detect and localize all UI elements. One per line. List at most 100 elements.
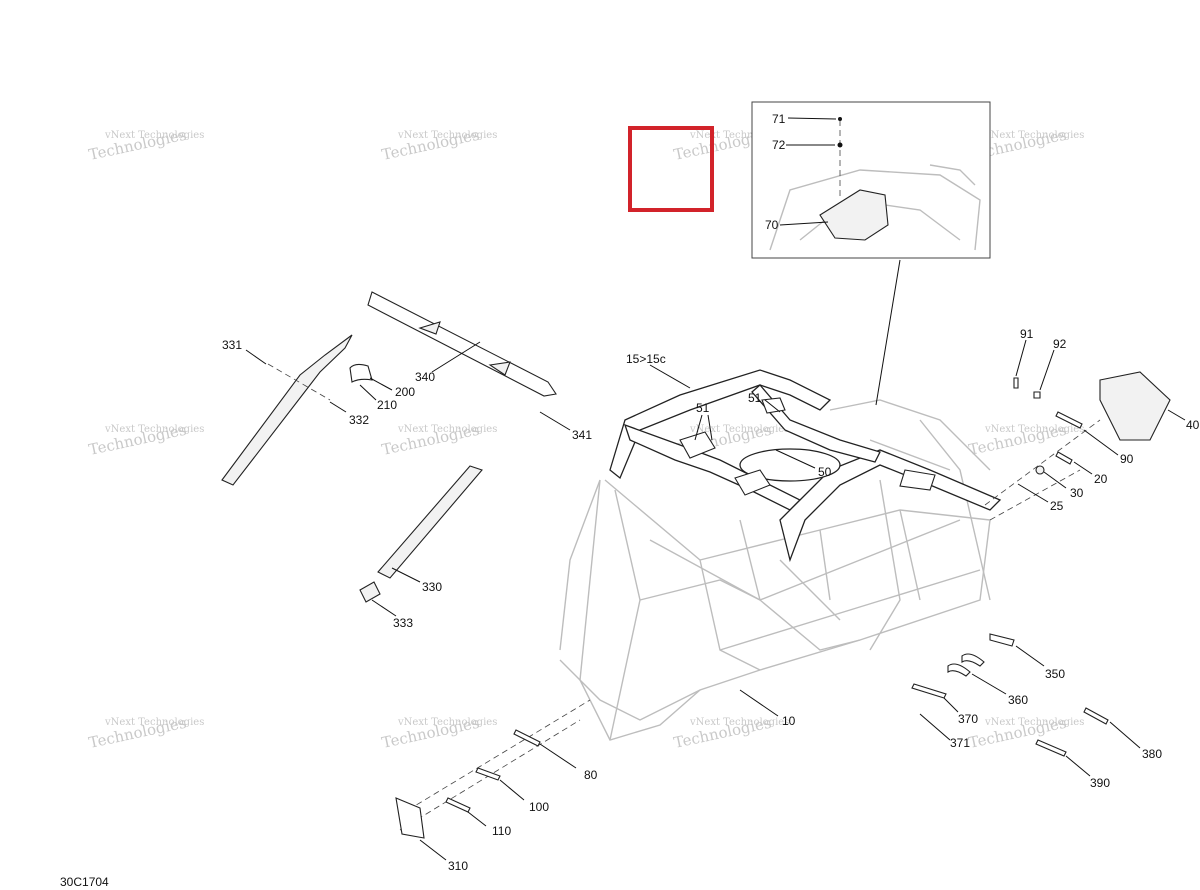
pin-110-drawing bbox=[445, 797, 471, 813]
callout-310: 310 bbox=[448, 859, 468, 873]
callout-10: 10 bbox=[782, 714, 796, 728]
callout-390: 390 bbox=[1090, 776, 1110, 790]
leader-51b-alt bbox=[707, 414, 713, 441]
bracket-350-drawing bbox=[989, 633, 1015, 647]
pin-370-drawing bbox=[911, 683, 947, 699]
clamp-333-drawing bbox=[359, 581, 381, 603]
watermark-text: vNext Technologies bbox=[397, 130, 497, 141]
watermark-text: vNext Technologies bbox=[104, 717, 204, 728]
watermark: vNext Technologies Technologies bbox=[967, 714, 1084, 752]
callout-90: 90 bbox=[1120, 452, 1134, 466]
leader-332 bbox=[329, 401, 347, 413]
leader-50 bbox=[775, 449, 816, 469]
leader-25 bbox=[1017, 483, 1049, 503]
leader-51a bbox=[764, 399, 781, 413]
leader-30 bbox=[1043, 471, 1067, 489]
callout-341: 341 bbox=[572, 428, 592, 442]
callout-40: 40 bbox=[1186, 418, 1200, 432]
fastener-71-drawing bbox=[838, 117, 842, 121]
leader-80 bbox=[539, 743, 577, 769]
clip-200-drawing bbox=[349, 363, 373, 383]
watermark: vNext Technologies Technologies bbox=[380, 714, 497, 752]
watermark: vNext Technologies Technologies bbox=[87, 714, 204, 752]
callout-380: 380 bbox=[1142, 747, 1162, 761]
watermark: vNext Technologies Technologies bbox=[87, 421, 204, 459]
watermark: vNext Technologies Technologies bbox=[672, 714, 789, 752]
roll-cage-leaders bbox=[649, 364, 816, 469]
pin-20-drawing bbox=[1055, 451, 1073, 465]
watermark-text: vNext Technologies bbox=[397, 717, 497, 728]
roll-cage-gusset bbox=[734, 469, 771, 496]
callout-330: 330 bbox=[422, 580, 442, 594]
callout-370: 370 bbox=[958, 712, 978, 726]
watermark: vNext Technologies Technologies bbox=[380, 126, 497, 164]
leader-70 bbox=[779, 221, 829, 226]
callout-360: 360 bbox=[1008, 693, 1028, 707]
watermark: vNext Technologies Technologies bbox=[380, 421, 497, 459]
leader-200 bbox=[369, 377, 393, 391]
callout-100: 100 bbox=[529, 800, 549, 814]
callout-340: 340 bbox=[415, 370, 435, 384]
bracket-40-drawing bbox=[1099, 371, 1171, 441]
leader-350 bbox=[1015, 645, 1045, 667]
callout-110: 110 bbox=[492, 824, 511, 838]
watermark-text: vNext Technologies bbox=[689, 717, 789, 728]
leader-71 bbox=[787, 117, 837, 120]
detail-inset bbox=[751, 101, 991, 406]
leader-51b bbox=[694, 414, 703, 441]
callout-333: 333 bbox=[393, 616, 413, 630]
callout-51b: 51 bbox=[696, 401, 710, 415]
bottom-assembly-axis bbox=[407, 699, 591, 811]
leader-331-axis bbox=[267, 363, 331, 401]
leader-370 bbox=[943, 697, 959, 713]
leader-341 bbox=[539, 411, 571, 431]
left-parts bbox=[221, 291, 571, 617]
roll-cage-center-loop bbox=[739, 448, 841, 482]
right-assembly-axis bbox=[984, 419, 1101, 506]
tube-332-drawing bbox=[221, 334, 353, 486]
bracket-70-drawing bbox=[819, 189, 889, 241]
pin-90-drawing bbox=[1055, 411, 1083, 429]
leader-380 bbox=[1109, 721, 1141, 749]
callout-71: 71 bbox=[772, 112, 786, 126]
leader-100 bbox=[499, 779, 525, 801]
leader-40 bbox=[1167, 409, 1186, 421]
tube-340-drawing bbox=[367, 291, 557, 397]
watermark-text: vNext Technologies bbox=[984, 717, 1084, 728]
inset-pointer-leader bbox=[875, 259, 901, 406]
watermark-text: vNext Technologies bbox=[104, 424, 204, 435]
callout-15: 15>15c bbox=[626, 352, 666, 366]
watermark-text: vNext Technologies bbox=[397, 424, 497, 435]
leader-371 bbox=[919, 713, 951, 741]
leader-15 bbox=[649, 364, 691, 389]
watermark: vNext Technologies Technologies bbox=[967, 421, 1084, 459]
callout-30: 30 bbox=[1070, 486, 1084, 500]
roll-cage-side-right bbox=[751, 384, 881, 463]
bottom-parts bbox=[395, 689, 779, 861]
leader-340 bbox=[431, 341, 481, 373]
plate-310-drawing bbox=[395, 797, 425, 839]
leader-90 bbox=[1083, 429, 1119, 456]
callout-91: 91 bbox=[1020, 327, 1034, 341]
leader-110 bbox=[467, 811, 487, 827]
right-assembly-axis bbox=[989, 469, 1081, 521]
callout-92: 92 bbox=[1053, 337, 1067, 351]
leader-210 bbox=[359, 384, 377, 401]
highlight-box bbox=[628, 126, 714, 212]
pin-100-drawing bbox=[475, 767, 501, 781]
callout-350: 350 bbox=[1045, 667, 1065, 681]
leader-360 bbox=[971, 673, 1007, 695]
callout-72: 72 bbox=[772, 138, 786, 152]
leader-20 bbox=[1073, 461, 1093, 475]
callout-70: 70 bbox=[765, 218, 779, 232]
leader-331 bbox=[245, 349, 267, 365]
watermark-text: vNext Technologies bbox=[984, 424, 1084, 435]
tube-340-bracket bbox=[418, 321, 441, 335]
watermark-text: vNext Technologies bbox=[104, 130, 204, 141]
tube-330-drawing bbox=[377, 465, 483, 579]
leader-91 bbox=[1015, 339, 1027, 377]
right-parts bbox=[911, 339, 1186, 777]
callout-labels: 71 72 70 15>15c 51 51 50 91 92 40 90 20 … bbox=[60, 112, 1200, 889]
watermark-text: vNext Technologies bbox=[689, 424, 789, 435]
callout-210: 210 bbox=[377, 398, 397, 412]
